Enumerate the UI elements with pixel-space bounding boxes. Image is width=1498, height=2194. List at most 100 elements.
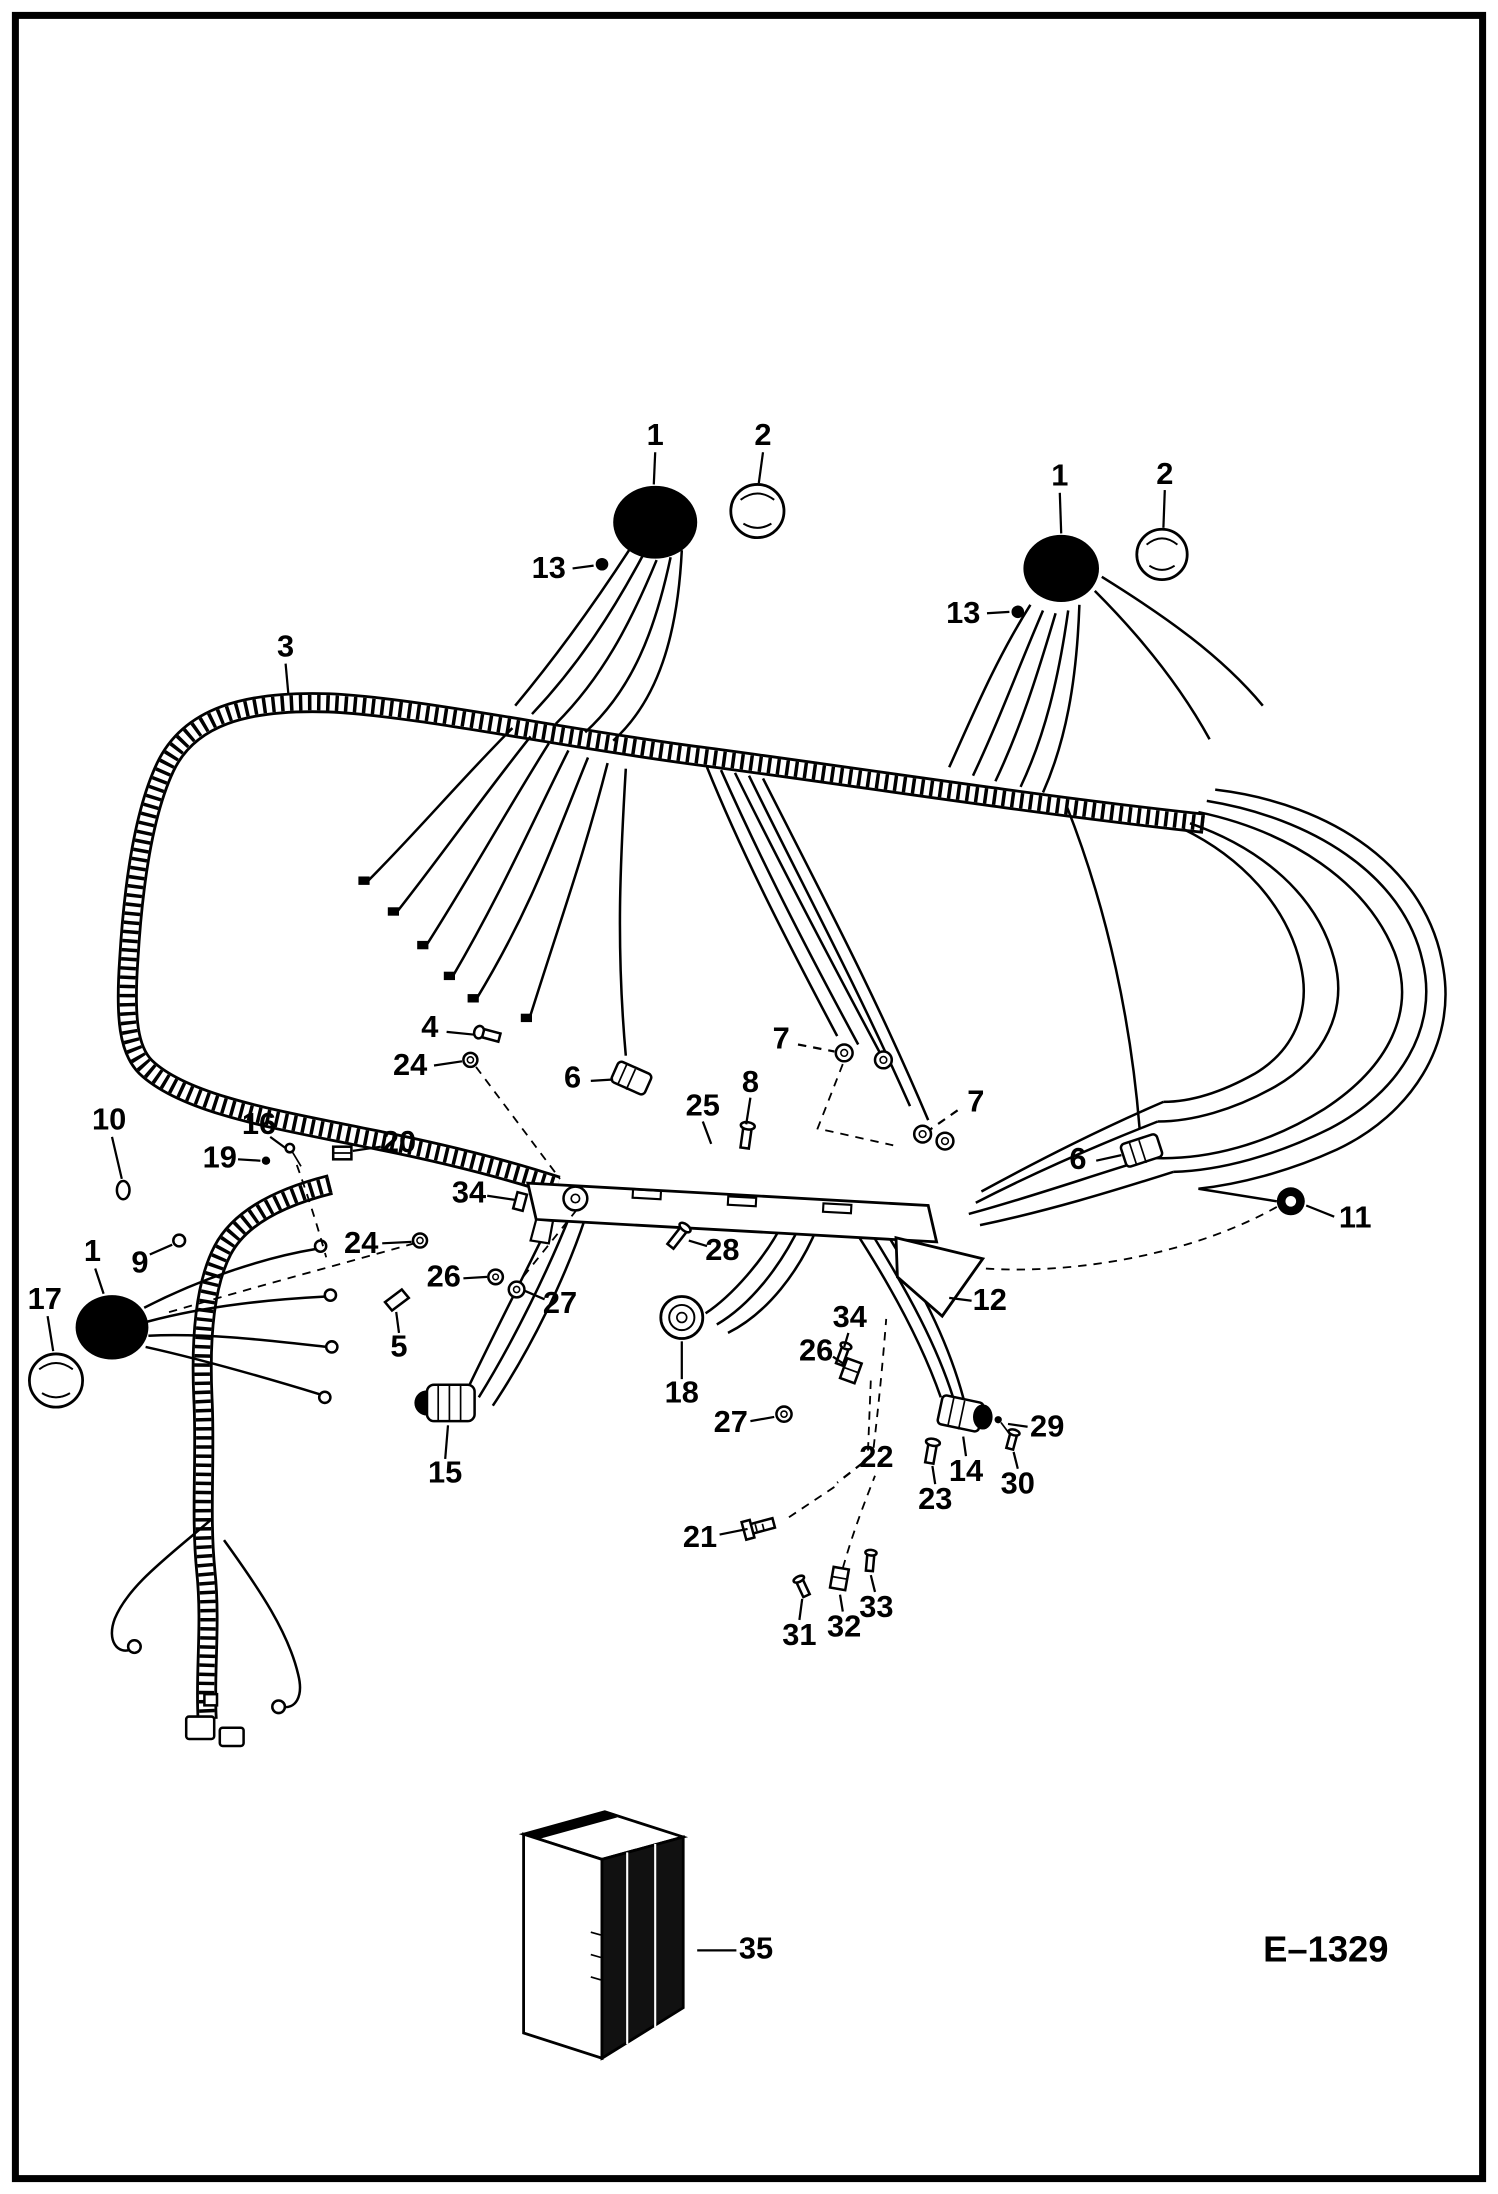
leader-line-15 [444, 1425, 450, 1460]
screw-item16 [284, 1142, 302, 1167]
connector-item6b [1119, 1133, 1164, 1168]
wire-bundle-center [705, 766, 930, 1121]
leader-line-27b [750, 1415, 775, 1423]
part-label-31: 31 [782, 1617, 816, 1652]
leader-line-28 [688, 1239, 708, 1248]
part-label-6a: 6 [564, 1060, 581, 1095]
part-label-5: 5 [390, 1328, 407, 1363]
rings-item7b [912, 1124, 955, 1151]
dot-item19 [261, 1156, 271, 1165]
screw-item29 [994, 1416, 1011, 1435]
leader-line-13b [986, 610, 1010, 615]
ring-item10 [115, 1179, 131, 1201]
leader-line-32 [838, 1594, 844, 1612]
left-drop-conduit [202, 1185, 330, 1720]
part-label-18: 18 [665, 1375, 699, 1410]
part-label-29: 29 [1030, 1408, 1064, 1443]
relay-box-item35 [518, 1810, 689, 2061]
leader-line-2b [1162, 490, 1166, 528]
part-label-11: 11 [1339, 1200, 1372, 1235]
bolt-item23 [923, 1437, 942, 1466]
leader-line-3 [284, 663, 290, 695]
leader-line-33 [869, 1574, 877, 1593]
leader-line-1a [652, 452, 657, 485]
leader-line-24b [382, 1240, 412, 1245]
leader-line-19 [237, 1158, 261, 1162]
part-label-34a: 34 [452, 1174, 486, 1209]
leader-line-7b [928, 1109, 959, 1131]
part-label-7b: 7 [967, 1083, 984, 1118]
leader-line-8 [745, 1097, 752, 1125]
rings-item7a [834, 1043, 894, 1070]
part-label-23: 23 [918, 1481, 952, 1516]
part-label-17: 17 [28, 1281, 62, 1316]
leader-line-1b [1058, 492, 1063, 534]
part-label-32: 32 [827, 1608, 861, 1643]
part-label-1b: 1 [1051, 458, 1068, 493]
part-label-10: 10 [92, 1102, 126, 1137]
part-label-1a: 1 [647, 417, 664, 452]
nut-item24b [411, 1232, 429, 1249]
hardware-items [115, 1024, 1305, 1599]
leader-line-6b [1095, 1154, 1122, 1162]
figure-code: E–1329 [1263, 1929, 1388, 1970]
wire-bundle-left-lamp [514, 548, 684, 742]
leader-line-20 [352, 1145, 381, 1153]
part-label-12: 12 [973, 1282, 1007, 1317]
leader-line-9 [149, 1243, 173, 1256]
part-label-35: 35 [739, 1931, 773, 1966]
leader-line-12 [949, 1296, 972, 1302]
bolt-item34a [511, 1190, 529, 1213]
part-label-8: 8 [742, 1064, 759, 1099]
wire-drops-from-conduit [110, 1519, 302, 1715]
part-label-14: 14 [949, 1453, 983, 1488]
leader-line-6a [590, 1078, 614, 1083]
dashed-construction-lines [164, 1063, 1278, 1569]
wire-bundle-right-fan [968, 788, 1447, 1227]
part-label-13b: 13 [946, 595, 980, 630]
leader-line-25 [701, 1121, 713, 1145]
leader-line-26a [463, 1275, 488, 1280]
part-label-22: 22 [859, 1439, 893, 1474]
part-label-9: 9 [131, 1244, 148, 1279]
leader-line-27a [524, 1289, 546, 1301]
part-label-26a: 26 [427, 1258, 461, 1293]
lens-right-item2 [1135, 527, 1189, 582]
leader-line-21 [719, 1527, 748, 1536]
leader-line-4 [446, 1030, 475, 1036]
leader-line-13a [572, 564, 594, 570]
screw-item13-right [1011, 605, 1025, 619]
part-label-33: 33 [859, 1589, 893, 1624]
part-label-4: 4 [421, 1009, 438, 1044]
bolt-item30 [1004, 1428, 1021, 1452]
wire-bundle-bracket-to-plugs [466, 1206, 968, 1409]
part-label-2a: 2 [754, 417, 771, 452]
leader-line-5 [395, 1311, 401, 1334]
part-label-15: 15 [428, 1454, 462, 1489]
part-label-19: 19 [203, 1139, 237, 1174]
leader-line-34b [843, 1332, 850, 1348]
bolt-item31 [792, 1574, 812, 1599]
leader-line-10 [110, 1136, 123, 1180]
leader-line-1c [94, 1268, 105, 1295]
part-label-16: 16 [242, 1106, 276, 1141]
part-label-7a: 7 [773, 1020, 790, 1055]
leader-line-34a [487, 1194, 516, 1202]
plug-item20 [331, 1145, 353, 1161]
leader-line-16 [269, 1135, 287, 1150]
wire-bundle-lower-left-lamp [143, 1239, 339, 1405]
ring-item26a [487, 1268, 505, 1286]
connector-item6a [610, 1060, 653, 1096]
taillamp-item1 [75, 1295, 149, 1360]
part-label-24a: 24 [393, 1047, 427, 1082]
leader-line-17 [46, 1315, 55, 1352]
ring-item27b [775, 1405, 793, 1423]
main-conduit-item3 [127, 703, 1204, 1186]
headlamp-left-item1 [613, 485, 698, 559]
mounting-bracket [526, 1181, 986, 1319]
leader-line-7a [797, 1043, 835, 1053]
part-label-24b: 24 [344, 1225, 378, 1260]
lens-left-item2 [729, 483, 786, 540]
